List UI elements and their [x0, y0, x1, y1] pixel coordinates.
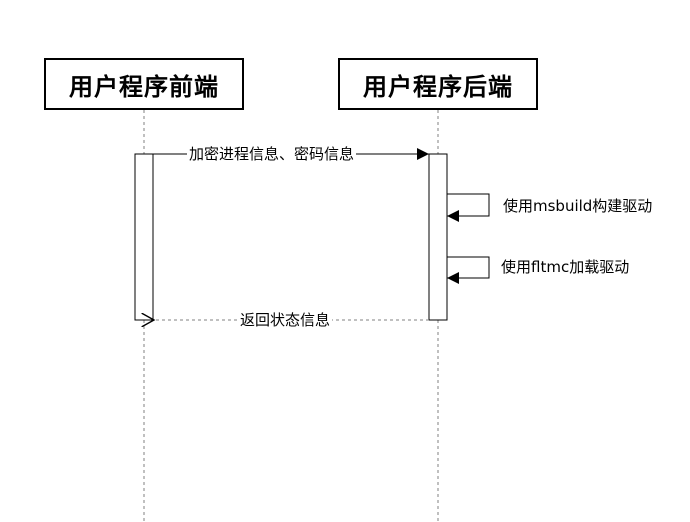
participant-backend: 用户程序后端 — [338, 58, 538, 110]
message-label-return-status: 返回状态信息 — [238, 310, 333, 330]
activation-backend — [428, 153, 448, 321]
self-message-arrow-load — [447, 256, 490, 284]
activation-frontend — [134, 153, 154, 321]
self-message-arrow-build — [447, 193, 490, 222]
message-label-encrypt: 加密进程信息、密码信息 — [187, 144, 357, 164]
message-label-build-driver: 使用msbuild构建驱动 — [503, 197, 653, 215]
message-label-load-driver: 使用fltmc加载驱动 — [501, 258, 630, 276]
participant-frontend: 用户程序前端 — [44, 58, 244, 110]
